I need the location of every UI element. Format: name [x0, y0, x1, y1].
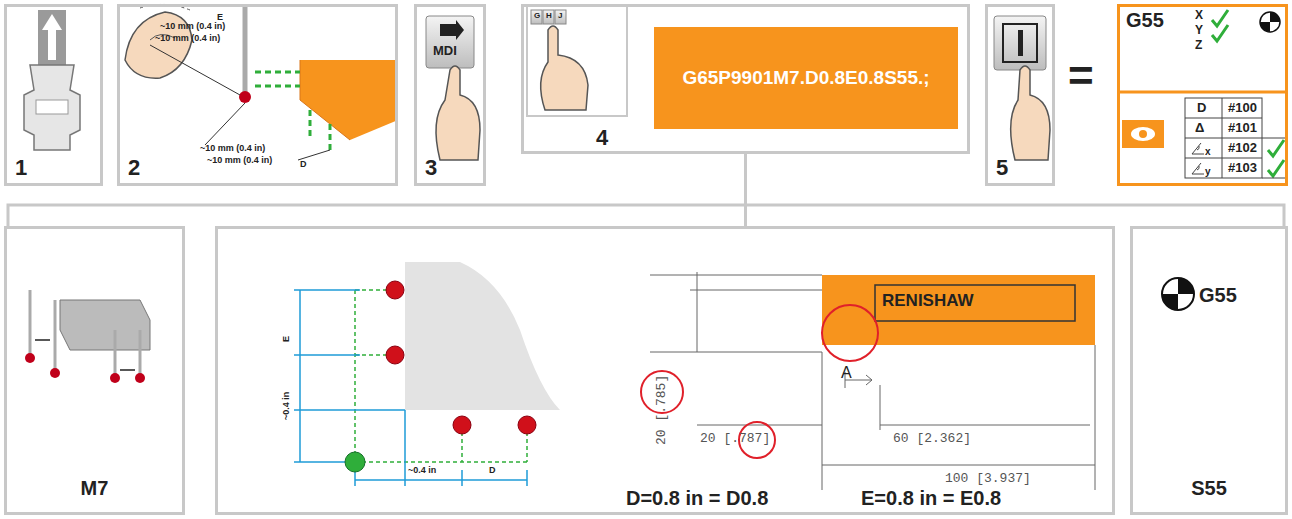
panel-text: 4 — [596, 125, 608, 151]
label: ~0.4 in — [408, 466, 436, 476]
label: #103 — [1228, 161, 1257, 175]
panel-text: 5 — [996, 155, 1008, 181]
label: 60 [2.362] — [893, 432, 971, 446]
step-panel: M7 — [4, 226, 185, 515]
label: J — [558, 12, 562, 21]
label: ~0.4 in — [282, 392, 292, 420]
label: A — [841, 364, 852, 382]
label: 100 [3.937] — [945, 472, 1031, 486]
label: ~10 mm (0.4 in) — [155, 34, 220, 44]
label: 20 [.787] — [700, 432, 770, 446]
label: ~10 mm (0.4 in) — [200, 144, 265, 154]
part-drawing — [641, 272, 1095, 490]
mdi-key — [426, 16, 480, 160]
label: #102 — [1228, 141, 1257, 155]
panel-text: M7 — [7, 477, 182, 500]
work-offset-symbol — [1162, 278, 1194, 310]
tool-holder — [24, 10, 80, 150]
m7-probe-moves — [25, 290, 150, 383]
label: #100 — [1228, 101, 1257, 115]
label: RENISHAW — [882, 292, 974, 311]
probe-pattern — [294, 262, 560, 486]
bracket-connector — [746, 154, 1285, 226]
label: H — [546, 12, 552, 21]
panel-text: G55 — [1126, 9, 1164, 32]
label: 20 [.785] — [655, 375, 669, 445]
label: y — [1205, 166, 1211, 177]
label: Z — [1195, 39, 1202, 52]
label: Y — [1195, 24, 1203, 37]
step-panel: 4 G65P9901M7.D0.8E0.8S55.; — [521, 4, 970, 154]
label: X — [1195, 9, 1203, 22]
label: MDI — [433, 44, 457, 58]
panel-text: 2 — [128, 155, 140, 181]
command-text: G65P9901M7.D0.8E0.8S55.; — [682, 67, 929, 89]
result-graphics — [1117, 10, 1288, 178]
label: G — [534, 12, 540, 21]
handwheel-setup — [125, 4, 398, 160]
panel-text: 3 — [425, 155, 437, 181]
step-panel: 1 — [4, 4, 103, 186]
step-panel: 3 — [414, 4, 486, 186]
command-box: G65P9901M7.D0.8E0.8S55.; — [654, 27, 958, 129]
cycle-start-key — [994, 16, 1050, 160]
label: x — [1205, 146, 1211, 157]
panel-text: G55 — [1199, 284, 1237, 307]
label: #101 — [1228, 121, 1257, 135]
label: ~10 mm (0.4 in) — [160, 22, 225, 32]
keyboard-keys — [527, 6, 627, 116]
label: D — [489, 466, 496, 476]
step-panel: G55S55 — [1130, 226, 1288, 515]
label: D — [1197, 101, 1206, 115]
panel-text: S55 — [1133, 477, 1285, 500]
panel-text: 1 — [15, 155, 27, 181]
label: E — [282, 336, 292, 342]
step-panel: 5 — [985, 4, 1055, 186]
label: ~10 mm (0.4 in) — [207, 156, 272, 166]
label: D — [300, 160, 307, 170]
panel-text: E=0.8 in = E0.8 — [861, 487, 1001, 510]
label: Δ — [1195, 121, 1204, 135]
panel-text: D=0.8 in = D0.8 — [626, 487, 768, 510]
label: = — [1068, 52, 1094, 100]
